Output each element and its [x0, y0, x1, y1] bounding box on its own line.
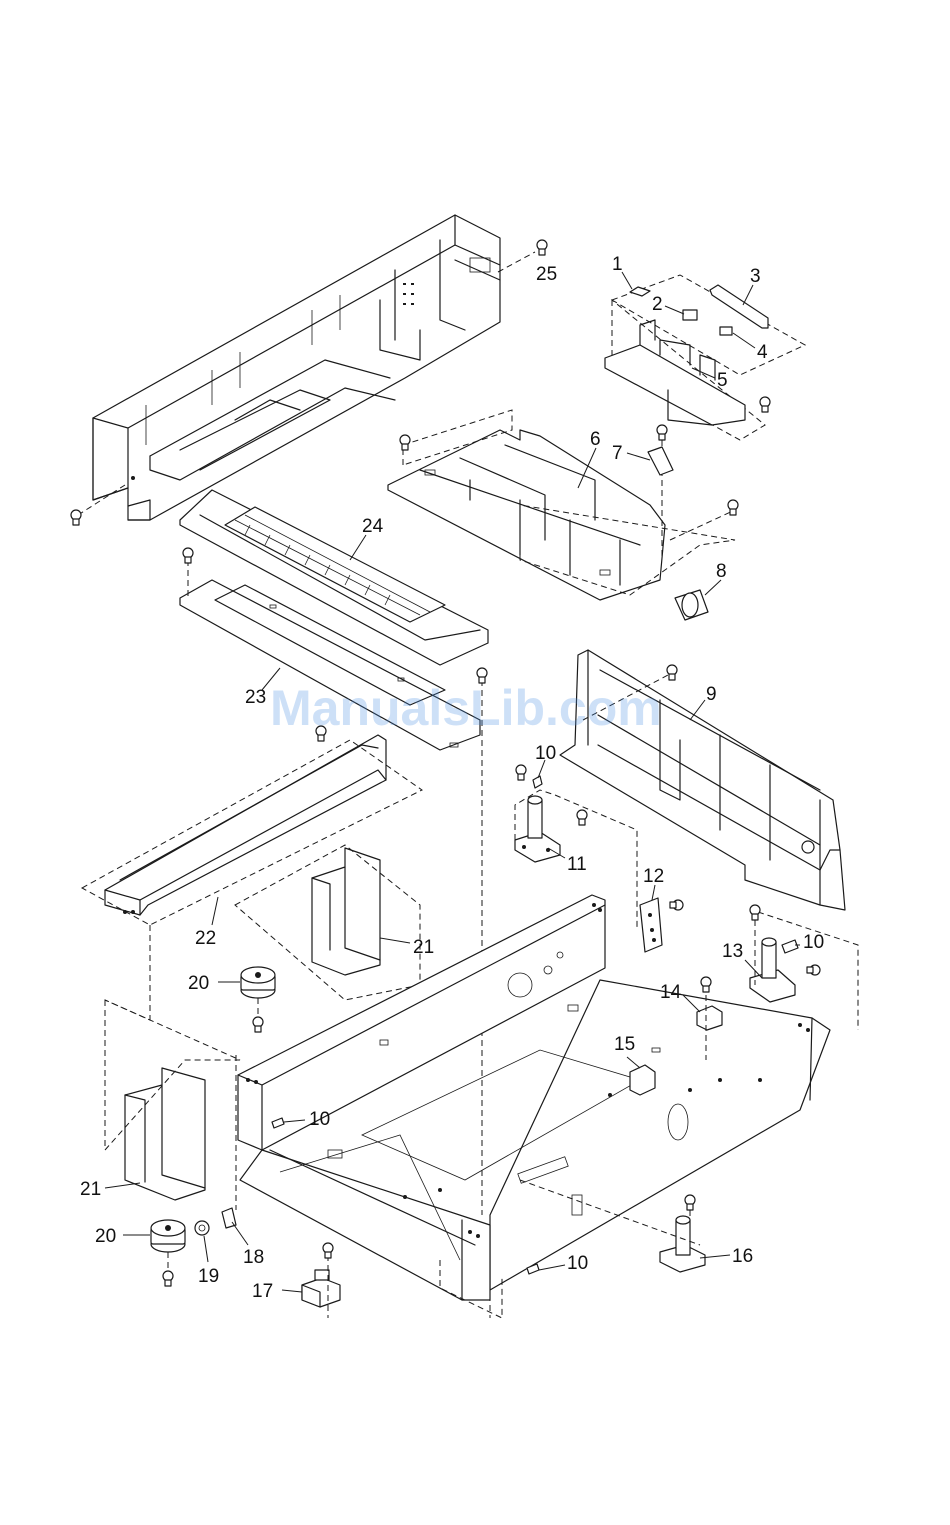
callout-1: 1 — [612, 254, 623, 275]
screw-icon — [163, 1271, 173, 1286]
screw-icon — [71, 510, 81, 525]
callout-10b: 10 — [803, 932, 824, 953]
screw-icon — [701, 977, 711, 992]
callout-19: 19 — [198, 1266, 219, 1287]
part-12-plate — [640, 885, 683, 952]
callout-23: 23 — [245, 687, 266, 708]
callout-10: 10 — [535, 743, 556, 764]
part-13-pin-holder — [745, 905, 820, 1002]
screw-icon — [657, 425, 667, 440]
callout-24: 24 — [362, 516, 384, 537]
callout-25: 25 — [536, 264, 557, 285]
screw-icon — [685, 1195, 695, 1210]
part-1-5-sensor-assembly — [605, 272, 805, 440]
callout-4: 4 — [757, 342, 768, 363]
screw-icon — [577, 810, 587, 825]
part-21-bracket-lower — [105, 1000, 240, 1200]
screw-icon — [750, 905, 760, 920]
screw-icon — [183, 548, 193, 563]
part-19-knob — [195, 1221, 209, 1262]
screw-icon — [670, 900, 683, 910]
screw-icon — [760, 397, 770, 412]
screw-icon — [323, 1243, 333, 1258]
screw-icon — [807, 965, 820, 975]
callout-22: 22 — [195, 928, 216, 949]
screw-icon — [728, 500, 738, 515]
callout-21b: 21 — [80, 1179, 101, 1200]
callout-16: 16 — [732, 1246, 753, 1267]
callout-12: 12 — [643, 866, 664, 887]
callout-20: 20 — [188, 973, 209, 994]
callout-13: 13 — [722, 941, 743, 962]
callout-6: 6 — [590, 429, 601, 450]
part-20-foot-upper — [218, 967, 275, 1032]
callout-2: 2 — [652, 294, 663, 315]
callout-10c: 10 — [567, 1253, 588, 1274]
part-20-foot-lower — [123, 1220, 185, 1286]
callout-11: 11 — [567, 854, 587, 875]
callout-10d: 10 — [309, 1109, 330, 1130]
screw-icon — [667, 665, 677, 680]
screw-icon — [537, 240, 547, 255]
callout-20b: 20 — [95, 1226, 116, 1247]
callout-15: 15 — [614, 1034, 635, 1055]
callout-21: 21 — [413, 937, 434, 958]
callout-3: 3 — [750, 266, 761, 287]
part-10-pin — [527, 1264, 565, 1274]
screw-icon — [400, 435, 410, 450]
screw-icon — [253, 1017, 263, 1032]
callout-18: 18 — [243, 1247, 264, 1268]
part-17-block — [282, 1243, 340, 1318]
callout-17: 17 — [252, 1281, 273, 1302]
watermark: ManualsLib.com — [270, 680, 662, 736]
callout-5: 5 — [717, 370, 728, 391]
callout-9: 9 — [706, 684, 717, 705]
callout-8: 8 — [716, 561, 727, 582]
callout-7: 7 — [612, 443, 623, 464]
screw-icon — [516, 765, 526, 780]
callout-14: 14 — [660, 982, 682, 1003]
part-6-guide-plate — [388, 410, 738, 620]
